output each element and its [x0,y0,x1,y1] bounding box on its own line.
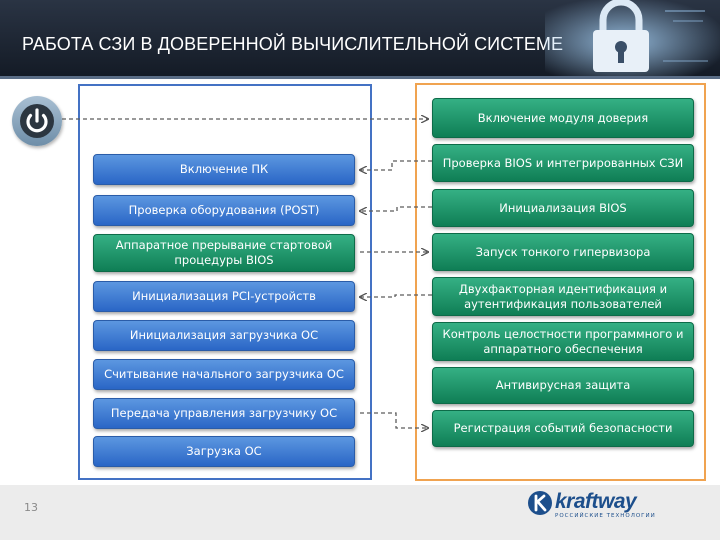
func-bios-integrity-check: Проверка BIOS и интегрированных СЗИ [432,144,694,182]
step-transfer-control: Передача управления загрузчику ОС [93,398,355,429]
step-post-check: Проверка оборудования (POST) [93,195,355,226]
step-pci-init: Инициализация PCI-устройств [93,281,355,312]
boot-sequence-panel [78,84,372,480]
arrow-bios-init-to-post [360,206,432,211]
kraftway-logo: kraftway РОССИЙСКИЕ ТЕХНОЛОГИИ [527,487,667,527]
step-read-boot-loader: Считывание начального загрузчика ОС [93,359,355,390]
security-functions-panel [415,83,706,481]
arrow-bios-check-to-pc-on [360,160,432,170]
lock-icon [545,0,720,76]
func-bios-init: Инициализация BIOS [432,189,694,227]
func-integrity-control: Контроль целостности программного и аппа… [432,322,694,361]
header-divider [0,76,720,79]
func-trust-module-on: Включение модуля доверия [432,98,694,138]
func-hypervisor-start: Запуск тонкого гипервизора [432,233,694,271]
func-two-factor-auth: Двухфакторная идентификация и аутентифик… [432,277,694,316]
page-number: 13 [24,501,38,514]
logo-text: kraftway [555,490,637,513]
power-icon [12,96,62,146]
func-security-logging: Регистрация событий безопасности [432,410,694,447]
step-os-loader-init: Инициализация загрузчика ОС [93,320,355,351]
logo-subtitle: РОССИЙСКИЕ ТЕХНОЛОГИИ [555,513,656,519]
step-pc-power-on: Включение ПК [93,154,355,185]
step-os-load: Загрузка ОС [93,436,355,467]
kraftway-logo-icon [528,491,552,515]
func-antivirus: Антивирусная защита [432,367,694,404]
step-bios-interrupt: Аппаратное прерывание стартовой процедур… [93,234,355,272]
page-title: РАБОТА СЗИ В ДОВЕРЕННОЙ ВЫЧИСЛИТЕЛЬНОЙ С… [22,34,564,54]
title-bar: РАБОТА СЗИ В ДОВЕРЕННОЙ ВЫЧИСЛИТЕЛЬНОЙ С… [0,0,720,76]
footer-bar [0,485,720,540]
arrow-boot-transfer-to-logging [360,412,428,428]
arrow-auth-to-pci [360,295,432,297]
